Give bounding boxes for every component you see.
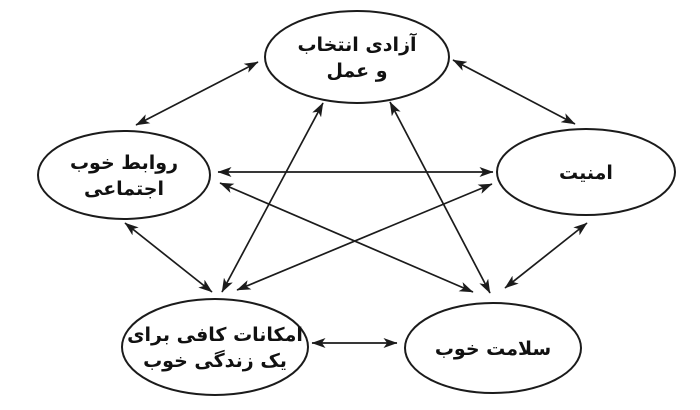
edge-good-social-relations--good-health bbox=[219, 182, 474, 293]
node-good-social-relations-label: روابط خوب اجتماعی bbox=[70, 152, 178, 200]
node-security-shape bbox=[496, 128, 676, 216]
node-adequate-means-for-good-life-label-line: یک زندگی خوب bbox=[143, 349, 287, 372]
edge-freedom-of-choice-and-action--adequate-means-for-good-life bbox=[221, 102, 324, 293]
node-freedom-of-choice-and-action-label-line: و عمل bbox=[326, 60, 387, 82]
edges-layer bbox=[124, 59, 588, 348]
node-good-health-label-line: سلامت خوب bbox=[435, 338, 551, 360]
node-good-social-relations-label-line: روابط خوب bbox=[70, 152, 178, 174]
edge-freedom-of-choice-and-action--good-health bbox=[389, 101, 491, 294]
node-security-label-line: امنیت bbox=[559, 162, 613, 184]
edge-security--adequate-means-for-good-life bbox=[236, 183, 493, 291]
edge-good-social-relations--adequate-means-for-good-life bbox=[124, 222, 213, 293]
node-adequate-means-for-good-life: امکانات کافی برای یک زندگی خوب bbox=[121, 298, 309, 396]
node-adequate-means-for-good-life-label: امکانات کافی برای یک زندگی خوب bbox=[127, 324, 303, 372]
node-good-social-relations-label-line: اجتماعی bbox=[84, 178, 164, 200]
node-freedom-of-choice-and-action-label-line: آزادی انتخاب bbox=[297, 32, 417, 56]
edge-freedom-of-choice-and-action--security bbox=[452, 59, 576, 125]
node-security: امنیت bbox=[496, 128, 676, 216]
node-freedom-of-choice-and-action-label: آزادی انتخاب و عمل bbox=[297, 32, 417, 82]
node-freedom-of-choice-and-action-shape bbox=[264, 10, 450, 104]
node-good-health: سلامت خوب bbox=[404, 302, 582, 394]
node-good-social-relations-shape bbox=[37, 130, 211, 220]
node-security-label: امنیت bbox=[559, 162, 613, 184]
node-adequate-means-for-good-life-label-line: امکانات کافی برای bbox=[127, 324, 303, 346]
node-good-social-relations: روابط خوب اجتماعی bbox=[37, 130, 211, 220]
edge-freedom-of-choice-and-action--good-social-relations bbox=[135, 61, 259, 126]
node-good-health-shape bbox=[404, 302, 582, 394]
node-adequate-means-for-good-life-shape bbox=[121, 298, 309, 396]
nodes-layer: آزادی انتخاب و عمل روابط خوب اجتماعی امنیت ام… bbox=[37, 10, 676, 396]
node-freedom-of-choice-and-action: آزادی انتخاب و عمل bbox=[264, 10, 450, 104]
edge-security--good-health bbox=[504, 222, 588, 289]
node-good-health-label: سلامت خوب bbox=[435, 338, 551, 360]
